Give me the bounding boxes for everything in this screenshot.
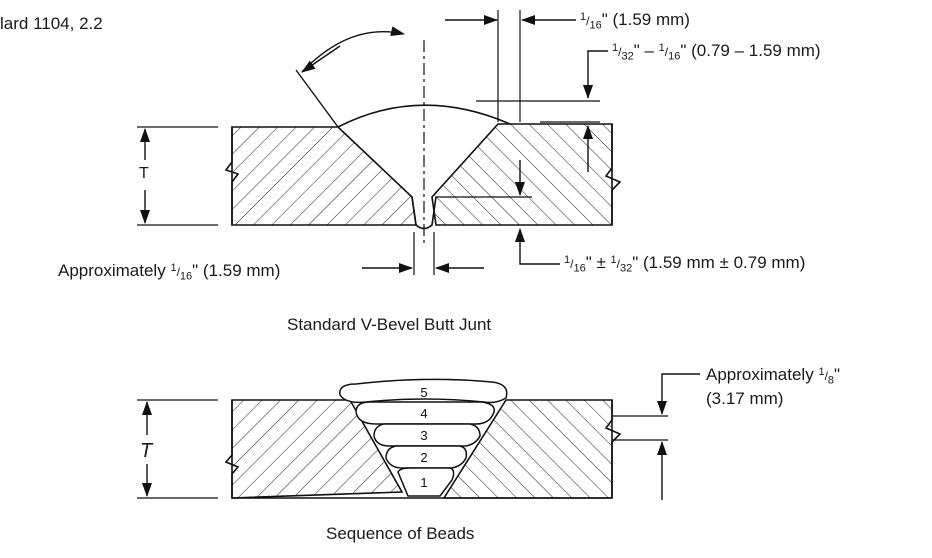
- bead-3: [373, 423, 481, 447]
- reinforcement-label: 1/32" – 1/16" (0.79 – 1.59 mm): [612, 41, 821, 63]
- joint-thickness-label: T: [139, 165, 149, 182]
- layer-thickness-label: Approximately 1/8": [706, 365, 841, 387]
- left-plate: [231, 126, 417, 226]
- reinf-sep: " –: [633, 41, 659, 60]
- bead-number-2: 2: [420, 450, 427, 465]
- bevel-angle-arrow: [301, 45, 341, 73]
- reinf-num2: 1: [658, 42, 665, 54]
- top-gap-unit: " (1.59 mm): [601, 10, 690, 29]
- weld-crown: [337, 104, 511, 128]
- land-num2: 1: [610, 254, 617, 266]
- bead-right-break: [604, 400, 622, 498]
- v-bevel-joint-figure: [137, 10, 622, 275]
- top-gap-den: 16: [589, 19, 602, 32]
- reinf-den1: 32: [621, 50, 634, 63]
- reinf-unit: " (0.79 – 1.59 mm): [680, 41, 821, 60]
- standard-reference: lard 1104, 2.2: [0, 14, 103, 33]
- root-gap-prefix: Approximately: [58, 261, 171, 280]
- layer-den: 8: [827, 374, 835, 387]
- bead-number-3: 3: [420, 428, 427, 443]
- bead-1: [397, 467, 455, 497]
- root-gap-unit: " (1.59 mm): [192, 261, 281, 280]
- land-den2: 32: [620, 262, 633, 275]
- bevel-extension-line: [295, 69, 339, 128]
- bevel-angle-arc: [301, 26, 405, 73]
- bead-number-1: 1: [420, 475, 427, 490]
- left-break-mark: [224, 127, 240, 225]
- bead-number-5: 5: [420, 385, 427, 400]
- bead-sequence-figure: 5 4 3 2 1: [137, 373, 700, 500]
- reinf-den2: 16: [668, 50, 681, 63]
- bead-thickness-label: T: [140, 440, 153, 462]
- root-gap-num: 1: [170, 262, 177, 274]
- land-leader: [515, 228, 560, 265]
- root-land-label: 1/16" ± 1/32" (1.59 mm ± 0.79 mm): [564, 253, 806, 275]
- joint-caption: Standard V-Bevel Butt Junt: [287, 315, 492, 334]
- layer-prefix: Approximately: [706, 365, 819, 384]
- land-sep: " ±: [585, 253, 611, 272]
- land-den1: 16: [573, 262, 586, 275]
- top-gap-num: 1: [580, 11, 587, 23]
- land-unit: " (1.59 mm ± 0.79 mm): [632, 253, 806, 272]
- root-gap-den: 16: [179, 270, 193, 283]
- right-plate: [431, 123, 613, 226]
- root-gap-label: Approximately 1/16" (1.59 mm): [58, 261, 281, 283]
- bead-left-break: [224, 400, 240, 498]
- layer-leader: [657, 373, 700, 415]
- reinf-num1: 1: [612, 42, 619, 54]
- land-num1: 1: [564, 254, 571, 266]
- bead-caption: Sequence of Beads: [326, 524, 475, 543]
- layer-metric-label: (3.17 mm): [706, 389, 784, 408]
- top-gap-label: 1/16" (1.59 mm): [580, 10, 690, 32]
- layer-unit: ": [834, 365, 841, 384]
- bead-2: [385, 445, 468, 469]
- layer-num: 1: [818, 366, 825, 378]
- bead-4: [355, 401, 495, 425]
- reinf-leader: [583, 50, 608, 99]
- right-break-mark: [604, 124, 622, 225]
- bead-number-4: 4: [420, 406, 427, 421]
